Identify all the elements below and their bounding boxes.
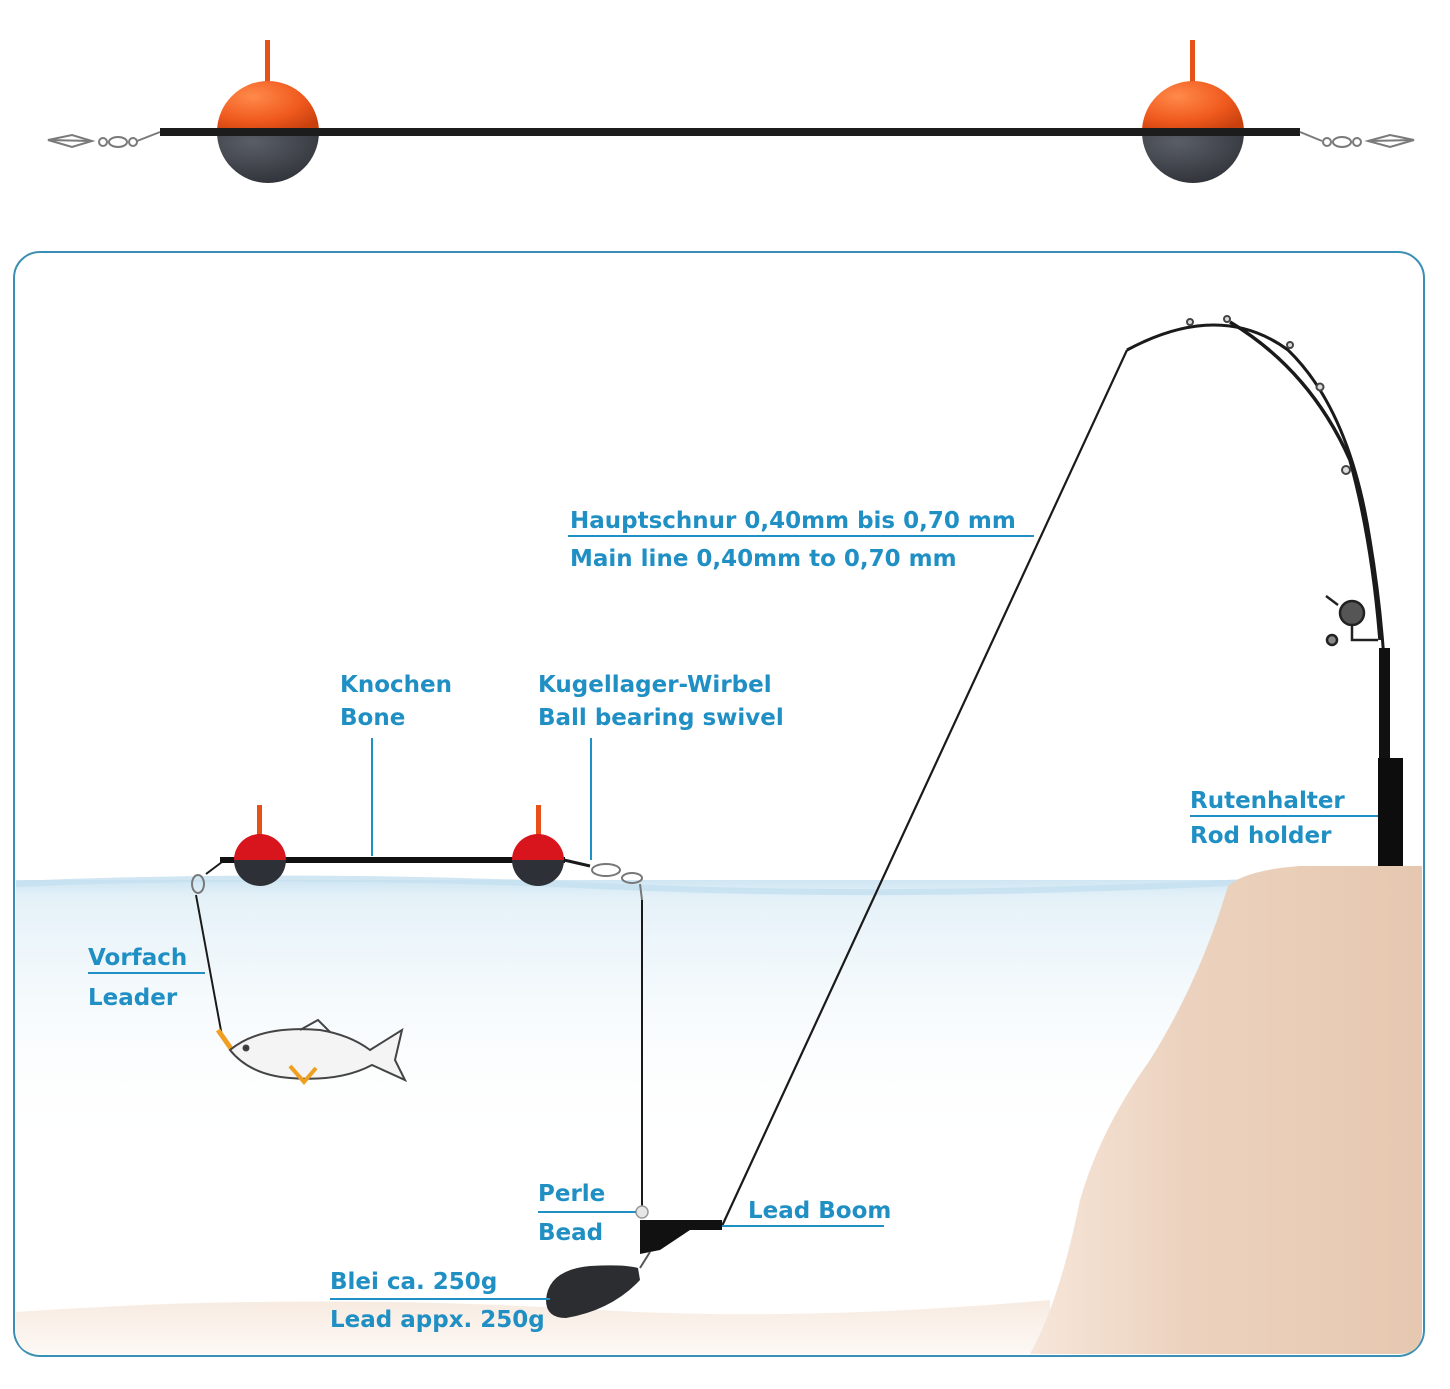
bead-label-de: Perle [538,1181,605,1207]
bait-fish [228,1018,408,1086]
right-snap-swivel [1299,131,1415,149]
rod-holder-label-en: Rod holder [1190,823,1332,849]
swivel-and-drop-line [563,858,643,1208]
lead-label-en: Lead appx. 250g [330,1307,545,1333]
rod-holder [1378,758,1403,866]
bead [635,1205,649,1219]
leader-label-de: Vorfach [88,945,187,971]
water-surface [15,875,1247,1160]
river-bank [1030,866,1422,1354]
rod-holder-label-de: Rutenhalter [1190,788,1345,814]
main-line [721,349,1128,1227]
left-float [217,40,319,183]
leader-label-en: Leader [88,985,178,1011]
product-image [47,40,1415,183]
bone-rod [160,128,1300,136]
main-line-label-de: Hauptschnur 0,40mm bis 0,70 mm [570,508,1016,534]
callout-lines [88,535,1378,1300]
swivel-label-en: Ball bearing swivel [538,705,784,731]
fishing-rod [1126,315,1403,866]
reel [1325,595,1378,647]
bone-label-de: Knochen [340,672,452,698]
lead-label-de: Blei ca. 250g [330,1269,497,1295]
lead-boom [640,1220,722,1254]
bead-label-en: Bead [538,1220,603,1246]
lead-weight [546,1265,640,1318]
lead-boom-label: Lead Boom [748,1198,891,1224]
swivel-label-de: Kugellager-Wirbel [538,672,772,698]
bone-label-en: Bone [340,705,405,731]
left-snap-swivel [47,131,161,149]
labels: Hauptschnur 0,40mm bis 0,70 mm Main line… [88,508,1345,1333]
lake-bed [16,1300,1050,1354]
main-line-label-en: Main line 0,40mm to 0,70 mm [570,546,957,572]
leader [191,861,235,1052]
bone-on-water [220,805,565,886]
right-float [1142,40,1244,183]
